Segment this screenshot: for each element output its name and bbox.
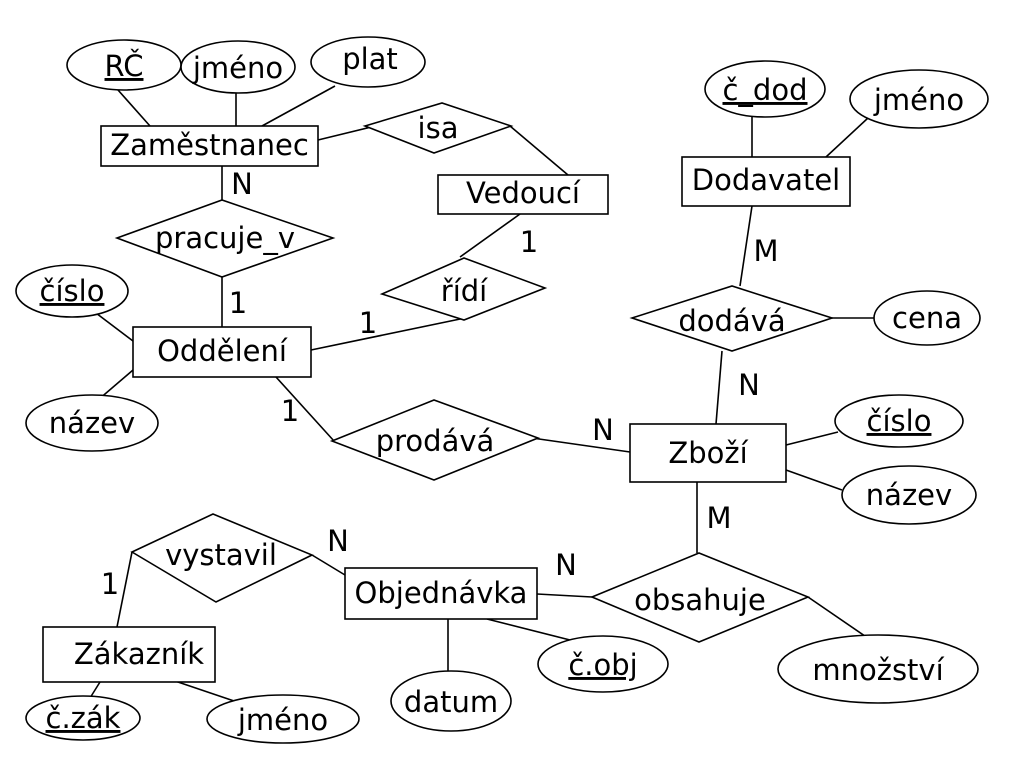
relationship-label: dodává <box>678 304 785 338</box>
attribute-dod-jmeno[interactable]: jméno <box>849 69 989 129</box>
entity-label: Zboží <box>668 436 748 470</box>
attribute-odd-cislo[interactable]: číslo <box>15 264 129 318</box>
cardinality-label: N <box>327 524 349 558</box>
attribute-zam-rc[interactable]: RČ <box>66 39 182 91</box>
attribute-label: č_dod <box>722 73 807 107</box>
relationship-vystavil[interactable]: vystavil <box>130 513 314 603</box>
attribute-label: plat <box>342 42 398 76</box>
attribute-obj-c-obj[interactable]: č.obj <box>537 635 669 693</box>
relationship-label: řídí <box>441 274 488 308</box>
attribute-zbozi-nazev[interactable]: název <box>841 465 977 525</box>
relationship-prodava[interactable]: prodává <box>329 399 541 481</box>
cardinality-label: M <box>753 234 778 268</box>
relationship-label: vystavil <box>165 538 277 572</box>
attribute-label: č.zák <box>46 701 121 735</box>
entity-zbozi[interactable]: Zboží <box>629 423 787 483</box>
attribute-zam-plat[interactable]: plat <box>310 36 426 88</box>
attribute-zam-jmeno[interactable]: jméno <box>180 40 296 94</box>
relationship-label: prodává <box>376 424 495 458</box>
entity-objednavka[interactable]: Objednávka <box>344 567 538 620</box>
cardinality-label: 1 <box>229 286 247 320</box>
attribute-odd-nazev[interactable]: název <box>25 394 159 452</box>
cardinality-label: N <box>738 368 760 402</box>
relationship-label: obsahuje <box>634 583 766 617</box>
cardinality-label: N <box>555 548 577 582</box>
attribute-label: cena <box>892 301 962 335</box>
attribute-label: datum <box>404 685 498 719</box>
entity-label: Dodavatel <box>692 163 840 197</box>
cardinality-label: N <box>592 413 614 447</box>
attribute-dodava-cena[interactable]: cena <box>873 290 981 346</box>
attribute-label: jméno <box>192 51 283 85</box>
attribute-label: číslo <box>40 274 105 308</box>
cardinality-label: 1 <box>520 225 538 259</box>
attribute-zak-c-zak[interactable]: č.zák <box>25 695 141 741</box>
attribute-zak-jmeno[interactable]: jméno <box>206 694 360 744</box>
relationship-pracuje-v[interactable]: pracuje_v <box>114 199 336 278</box>
entity-zakaznik[interactable]: Zákazník <box>42 626 216 683</box>
attribute-obj-datum[interactable]: datum <box>390 670 512 732</box>
relationship-dodava[interactable]: dodává <box>629 285 835 352</box>
relationship-label: isa <box>418 111 459 145</box>
entity-label: Zaměstnanec <box>110 128 309 162</box>
entity-vedouci[interactable]: Vedoucí <box>437 174 609 215</box>
relationship-isa[interactable]: isa <box>362 102 514 154</box>
entity-zamestnanec[interactable]: Zaměstnanec <box>100 125 319 167</box>
attribute-obsahuje-mnozstvi[interactable]: množství <box>777 634 979 704</box>
entity-label: Zákazník <box>74 637 204 671</box>
cardinality-label: 1 <box>359 306 377 340</box>
attribute-zbozi-cislo[interactable]: číslo <box>834 394 964 448</box>
attribute-label: jméno <box>237 703 328 737</box>
cardinality-label: 1 <box>281 394 299 428</box>
entity-label: Oddělení <box>157 334 288 368</box>
attribute-label: č.obj <box>568 648 637 682</box>
entity-label: Objednávka <box>355 576 528 610</box>
entity-label: Vedoucí <box>466 176 581 210</box>
cardinality-label: 1 <box>101 567 119 601</box>
entity-oddeleni[interactable]: Oddělení <box>132 326 312 378</box>
attribute-label: jméno <box>873 83 964 117</box>
attribute-label: číslo <box>867 404 932 438</box>
cardinality-label: N <box>231 167 253 201</box>
relationship-ridi[interactable]: řídí <box>379 257 548 321</box>
attribute-label: název <box>49 406 135 440</box>
attribute-label: množství <box>812 653 944 687</box>
entity-dodavatel[interactable]: Dodavatel <box>681 156 851 207</box>
relationship-label: pracuje_v <box>155 221 295 255</box>
attribute-label: RČ <box>105 49 144 83</box>
attribute-label: název <box>866 478 952 512</box>
relationship-obsahuje[interactable]: obsahuje <box>589 552 811 643</box>
cardinality-label: M <box>706 501 731 535</box>
attribute-dod-c-dod[interactable]: č_dod <box>704 60 826 118</box>
